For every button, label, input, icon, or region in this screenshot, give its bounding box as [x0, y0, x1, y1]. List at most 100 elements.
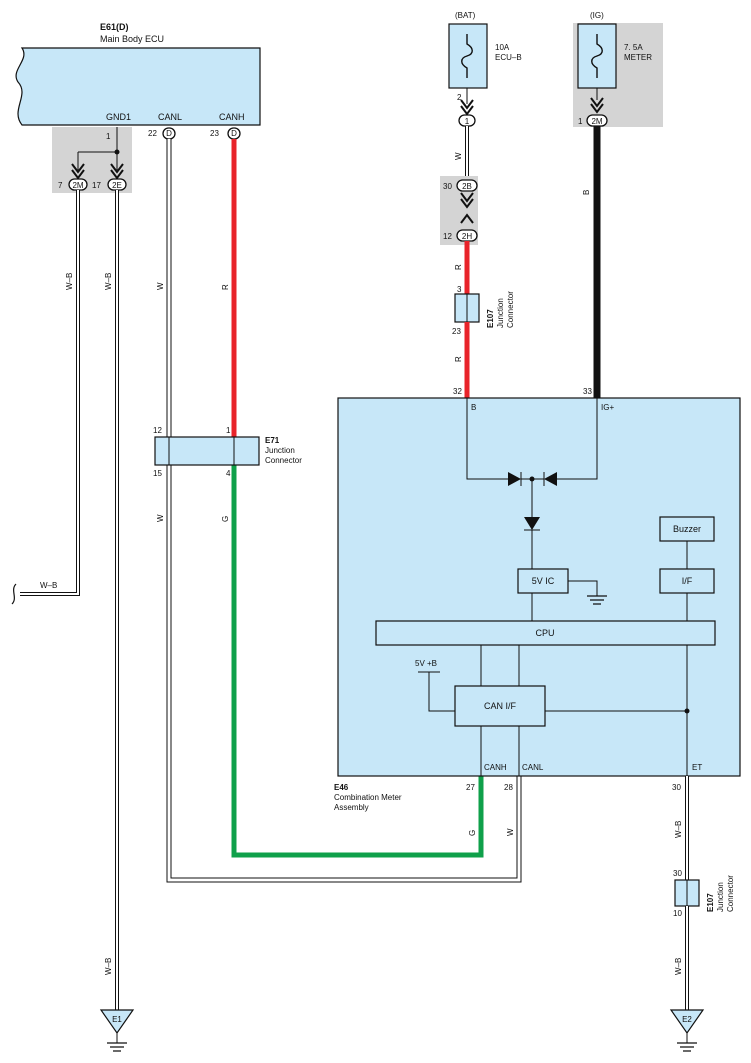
svg-text:W: W: [156, 282, 165, 290]
connector-chevron-icon: [590, 97, 604, 114]
svg-text:G: G: [221, 516, 230, 522]
svg-text:(IG): (IG): [590, 11, 604, 20]
e71-junction-connector: [154, 436, 260, 466]
can-if-block: [454, 685, 546, 727]
wire-canh-green: [231, 465, 484, 858]
svg-text:D: D: [166, 129, 172, 138]
svg-text:Junction: Junction: [496, 298, 505, 328]
svg-text:E107: E107: [486, 309, 495, 328]
svg-text:10: 10: [673, 909, 682, 918]
svg-text:G: G: [468, 830, 477, 836]
svg-text:Connector: Connector: [726, 875, 735, 912]
svg-text:Assembly: Assembly: [334, 803, 369, 812]
svg-text:1: 1: [578, 117, 583, 126]
svg-text:Junction: Junction: [716, 882, 725, 912]
svg-text:R: R: [221, 284, 230, 290]
svg-text:B: B: [582, 190, 591, 195]
svg-text:5V +B: 5V +B: [415, 659, 437, 668]
cpu-block: [375, 620, 716, 646]
ecu-pin-canh-label: CANH: [219, 112, 245, 122]
ecu-code: E61(D): [100, 22, 129, 32]
svg-text:W–B: W–B: [65, 273, 74, 290]
svg-text:23: 23: [452, 327, 461, 336]
svg-text:E71: E71: [265, 436, 280, 445]
svg-text:METER: METER: [624, 53, 652, 62]
svg-text:E2: E2: [682, 1015, 692, 1024]
svg-text:ECU–B: ECU–B: [495, 53, 522, 62]
svg-text:W: W: [454, 152, 463, 160]
ground-e1-icon: [99, 1009, 135, 1035]
ground-e2-icon: [669, 1009, 705, 1035]
svg-text:2H: 2H: [462, 232, 472, 241]
svg-text:W: W: [506, 828, 515, 836]
diode-icon: [544, 472, 557, 486]
if-block: [659, 568, 715, 594]
svg-text:W: W: [156, 514, 165, 522]
svg-text:B: B: [471, 403, 476, 412]
svg-text:15: 15: [153, 469, 162, 478]
svg-text:7. 5A: 7. 5A: [624, 43, 643, 52]
svg-text:2: 2: [457, 93, 462, 102]
svg-text:IG+: IG+: [601, 403, 614, 412]
svg-text:2M: 2M: [72, 181, 83, 190]
svg-text:W–B: W–B: [40, 581, 57, 590]
ecu-pin-canl-label: CANL: [158, 112, 182, 122]
svg-text:CAN I/F: CAN I/F: [484, 701, 517, 711]
svg-text:30: 30: [443, 182, 452, 191]
connector-chevron-icon: [460, 192, 474, 224]
svg-text:1: 1: [465, 117, 470, 126]
svg-text:W–B: W–B: [674, 958, 683, 975]
svg-text:Connector: Connector: [506, 291, 515, 328]
svg-text:W–B: W–B: [104, 958, 113, 975]
svg-text:I/F: I/F: [682, 576, 693, 586]
svg-text:5V IC: 5V IC: [532, 576, 555, 586]
svg-text:E107: E107: [706, 893, 715, 912]
svg-text:2M: 2M: [591, 117, 602, 126]
svg-text:33: 33: [583, 387, 592, 396]
svg-text:Junction: Junction: [265, 446, 295, 455]
wire-wb-1: [20, 190, 80, 596]
svg-text:ET: ET: [692, 763, 702, 772]
svg-text:(BAT): (BAT): [455, 11, 476, 20]
wire-break-icon: [11, 583, 17, 605]
svg-text:W–B: W–B: [104, 273, 113, 290]
connector-chevron-icon: [110, 163, 124, 180]
svg-text:2B: 2B: [462, 182, 472, 191]
svg-text:D: D: [231, 129, 237, 138]
svg-text:27: 27: [466, 783, 475, 792]
svg-text:7: 7: [58, 181, 63, 190]
svg-text:12: 12: [153, 426, 162, 435]
svg-text:Connector: Connector: [265, 456, 302, 465]
svg-text:R: R: [454, 356, 463, 362]
svg-text:4: 4: [226, 469, 231, 478]
buzzer-block: [659, 516, 715, 542]
ground-icon: [587, 595, 607, 605]
svg-text:23: 23: [210, 129, 219, 138]
svg-text:17: 17: [92, 181, 101, 190]
svg-text:28: 28: [504, 783, 513, 792]
svg-text:12: 12: [443, 232, 452, 241]
svg-text:2E: 2E: [112, 181, 122, 190]
svg-text:E46: E46: [334, 783, 349, 792]
svg-text:22: 22: [148, 129, 157, 138]
svg-text:E1: E1: [112, 1015, 122, 1024]
svg-text:30: 30: [672, 783, 681, 792]
svg-text:R: R: [454, 264, 463, 270]
svg-text:1: 1: [226, 426, 231, 435]
diode-icon: [524, 517, 540, 530]
svg-text:10A: 10A: [495, 43, 510, 52]
fuse-icon: [591, 34, 603, 78]
ecu-pin-gnd1-label: GND1: [106, 112, 131, 122]
fuse-icon: [461, 34, 473, 78]
connector-chevron-icon: [460, 99, 474, 116]
svg-text:CANH: CANH: [484, 763, 507, 772]
diode-icon: [508, 472, 521, 486]
svg-text:32: 32: [453, 387, 462, 396]
svg-text:Combination Meter: Combination Meter: [334, 793, 402, 802]
svg-text:W–B: W–B: [674, 821, 683, 838]
svg-text:CANL: CANL: [522, 763, 544, 772]
svg-text:3: 3: [457, 285, 462, 294]
svg-text:Buzzer: Buzzer: [673, 524, 701, 534]
svg-text:30: 30: [673, 869, 682, 878]
